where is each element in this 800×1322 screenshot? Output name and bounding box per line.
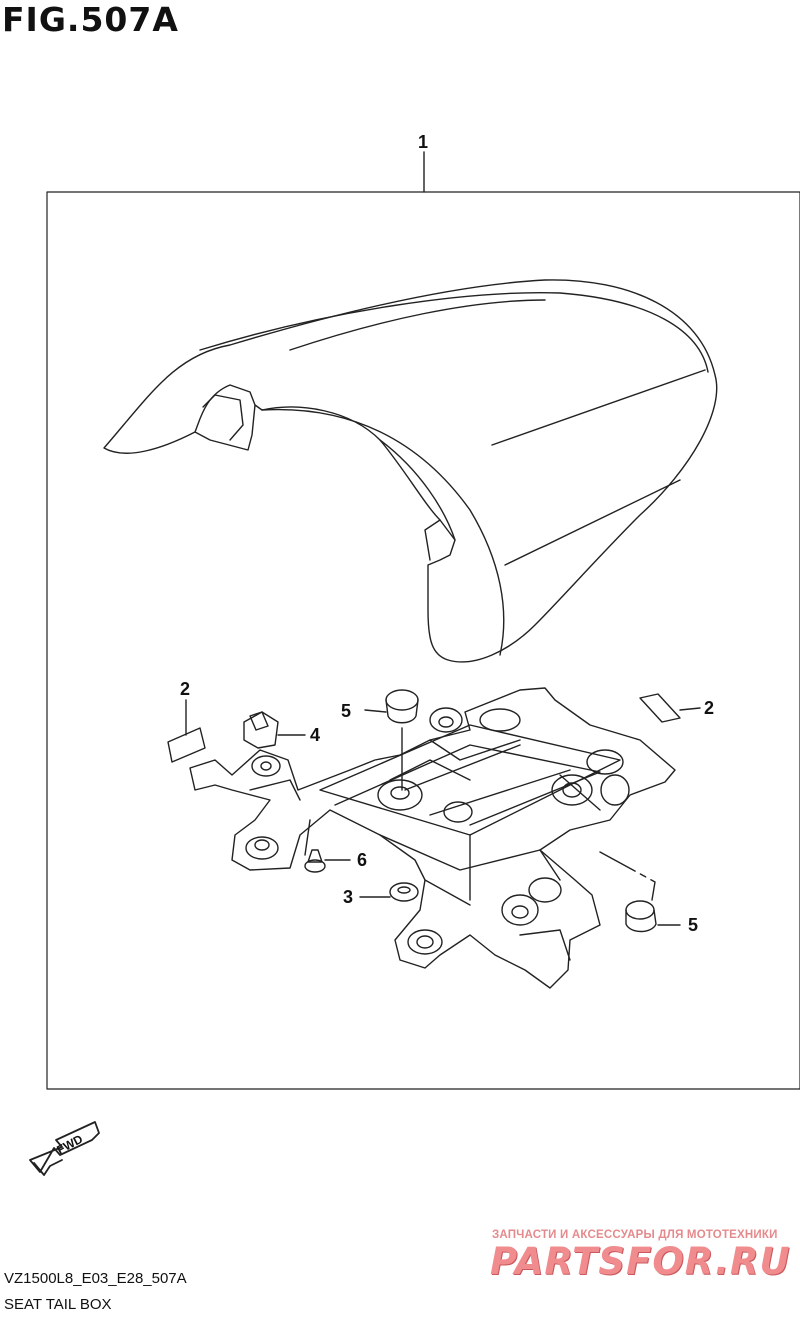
callout-5-top: 5 (341, 701, 351, 721)
figure-title: FIG.507A (2, 0, 179, 39)
watermark-tagline: ЗАПЧАСТИ И АКСЕССУАРЫ ДЛЯ МОТОТЕХНИКИ (492, 1229, 778, 1241)
fwd-arrow-icon (29, 1121, 100, 1176)
callout-4: 4 (310, 725, 320, 745)
clip-nut (243, 711, 306, 749)
grommet-top (364, 689, 419, 791)
figure-description: SEAT TAIL BOX (4, 1296, 112, 1313)
pad-left (167, 727, 206, 763)
callout-2-right: 2 (704, 698, 714, 718)
watermark-logo: PARTSFOR.RU (490, 1240, 791, 1283)
seat-tail-cover (103, 279, 718, 663)
callout-2-right-leader (679, 707, 701, 711)
callout-2-left: 2 (180, 679, 190, 699)
bolt (304, 849, 351, 873)
model-code: VZ1500L8_E03_E28_507A (4, 1270, 187, 1287)
callout-6: 6 (357, 850, 367, 870)
callout-1: 1 (418, 132, 428, 152)
callout-5-bottom: 5 (688, 915, 698, 935)
washer (359, 882, 419, 902)
callout-3: 3 (343, 887, 353, 907)
pad-right (639, 693, 681, 723)
grommet-bottom (599, 851, 681, 933)
tail-box-bracket (189, 687, 676, 989)
